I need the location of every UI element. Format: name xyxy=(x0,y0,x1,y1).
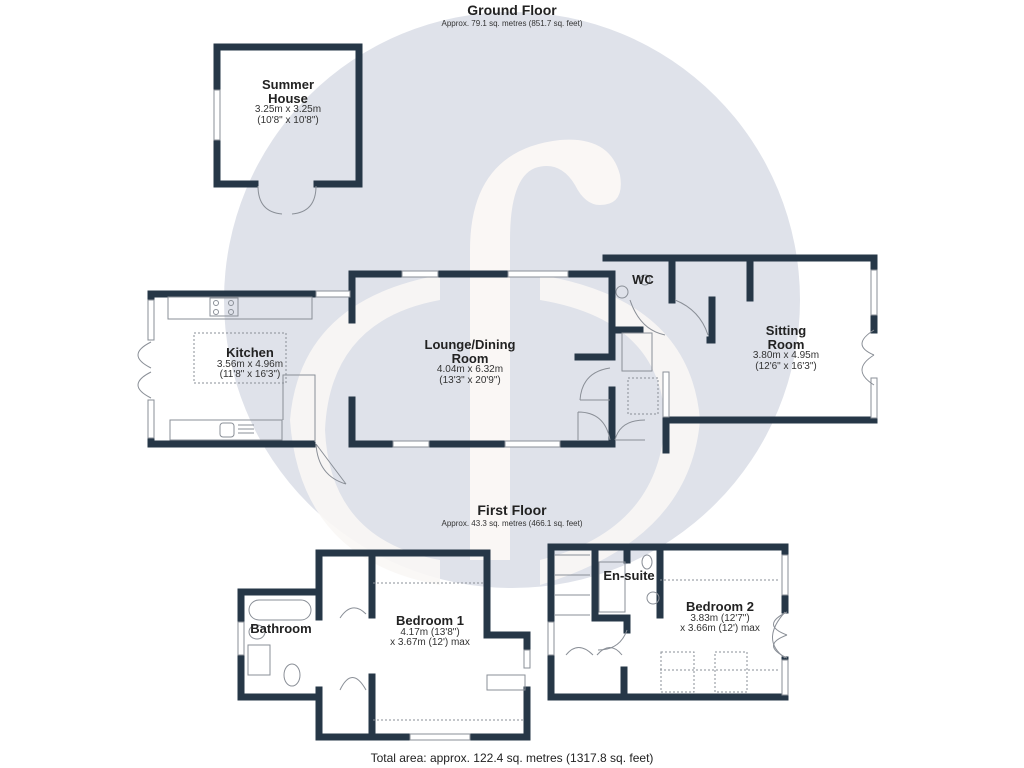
total-area: Total area: approx. 122.4 sq. metres (13… xyxy=(370,751,654,765)
ground-floor-area: Approx. 79.1 sq. metres (851.7 sq. feet) xyxy=(441,19,583,28)
room-label-en-suite: En-suite xyxy=(603,568,655,583)
room-label-bedroom1: Bedroom 1 4.17m (13'8") x 3.67m (12') ma… xyxy=(390,613,470,649)
room-label-bedroom2: Bedroom 2 3.83m (12'7") x 3.66m (12') ma… xyxy=(680,599,760,635)
ground-floor-title: Ground Floor xyxy=(467,2,557,18)
first-floor-heading: First Floor Approx. 43.3 sq. metres (466… xyxy=(362,502,662,528)
room-label-lounge-dining: Lounge/Dining Room 4.04m x 6.32m (13'3" … xyxy=(424,337,516,386)
bathroom-walls xyxy=(237,588,323,701)
room-label-kitchen: Kitchen 3.56m x 4.96m (11'8" x 16'3") xyxy=(216,345,284,381)
room-label-wc: WC xyxy=(632,272,654,287)
room-label-summer-house: Summer House 3.25m x 3.25m (10'8" x 10'8… xyxy=(254,77,322,126)
door-icons xyxy=(137,185,875,691)
summer-house-walls xyxy=(213,43,363,188)
first-floor-title: First Floor xyxy=(477,502,547,518)
first-floor-area: Approx. 43.3 sq. metres (466.1 sq. feet) xyxy=(441,519,583,528)
window-icons xyxy=(147,89,878,741)
fixture-icons xyxy=(167,274,780,721)
ground-floor-heading: Ground Floor Approx. 79.1 sq. metres (85… xyxy=(362,2,662,28)
room-label-sitting-room: Sitting Room 3.80m x 4.95m (12'6" x 16'3… xyxy=(752,323,820,372)
room-label-bathroom: Bathroom xyxy=(250,621,312,636)
